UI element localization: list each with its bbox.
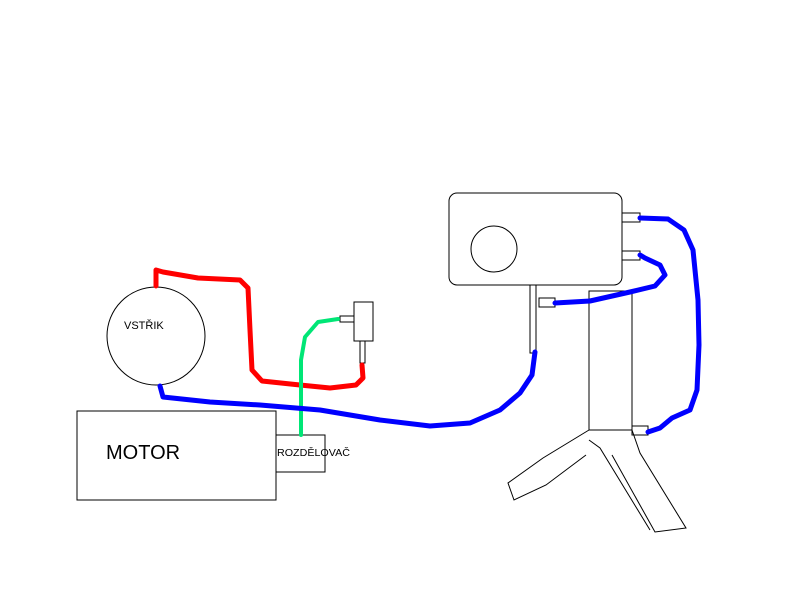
- gauge-circle: [470, 225, 518, 273]
- control-unit-box: [448, 192, 623, 286]
- port-4: [631, 425, 649, 436]
- blue-wire-loop: [552, 252, 668, 306]
- frame-structure: [507, 290, 687, 533]
- frame-legs: [507, 429, 687, 533]
- control-unit: [448, 192, 641, 354]
- injector-label: VSTŘIK: [124, 319, 164, 332]
- port-1: [621, 212, 641, 223]
- injector-circle: [106, 286, 206, 386]
- green-wire: [299, 317, 340, 437]
- valve-component: [339, 301, 374, 364]
- red-wire: [153, 267, 366, 391]
- frame-leg-inner: [588, 439, 651, 531]
- mount-post: [529, 284, 537, 354]
- motor-label: MOTOR: [106, 442, 180, 464]
- blue-wire-main: [157, 349, 538, 429]
- distributor-label: ROZDĚLOVAČ: [277, 446, 350, 459]
- port-2: [621, 250, 641, 261]
- frame-column: [588, 290, 633, 431]
- blue-wire-return: [637, 215, 702, 435]
